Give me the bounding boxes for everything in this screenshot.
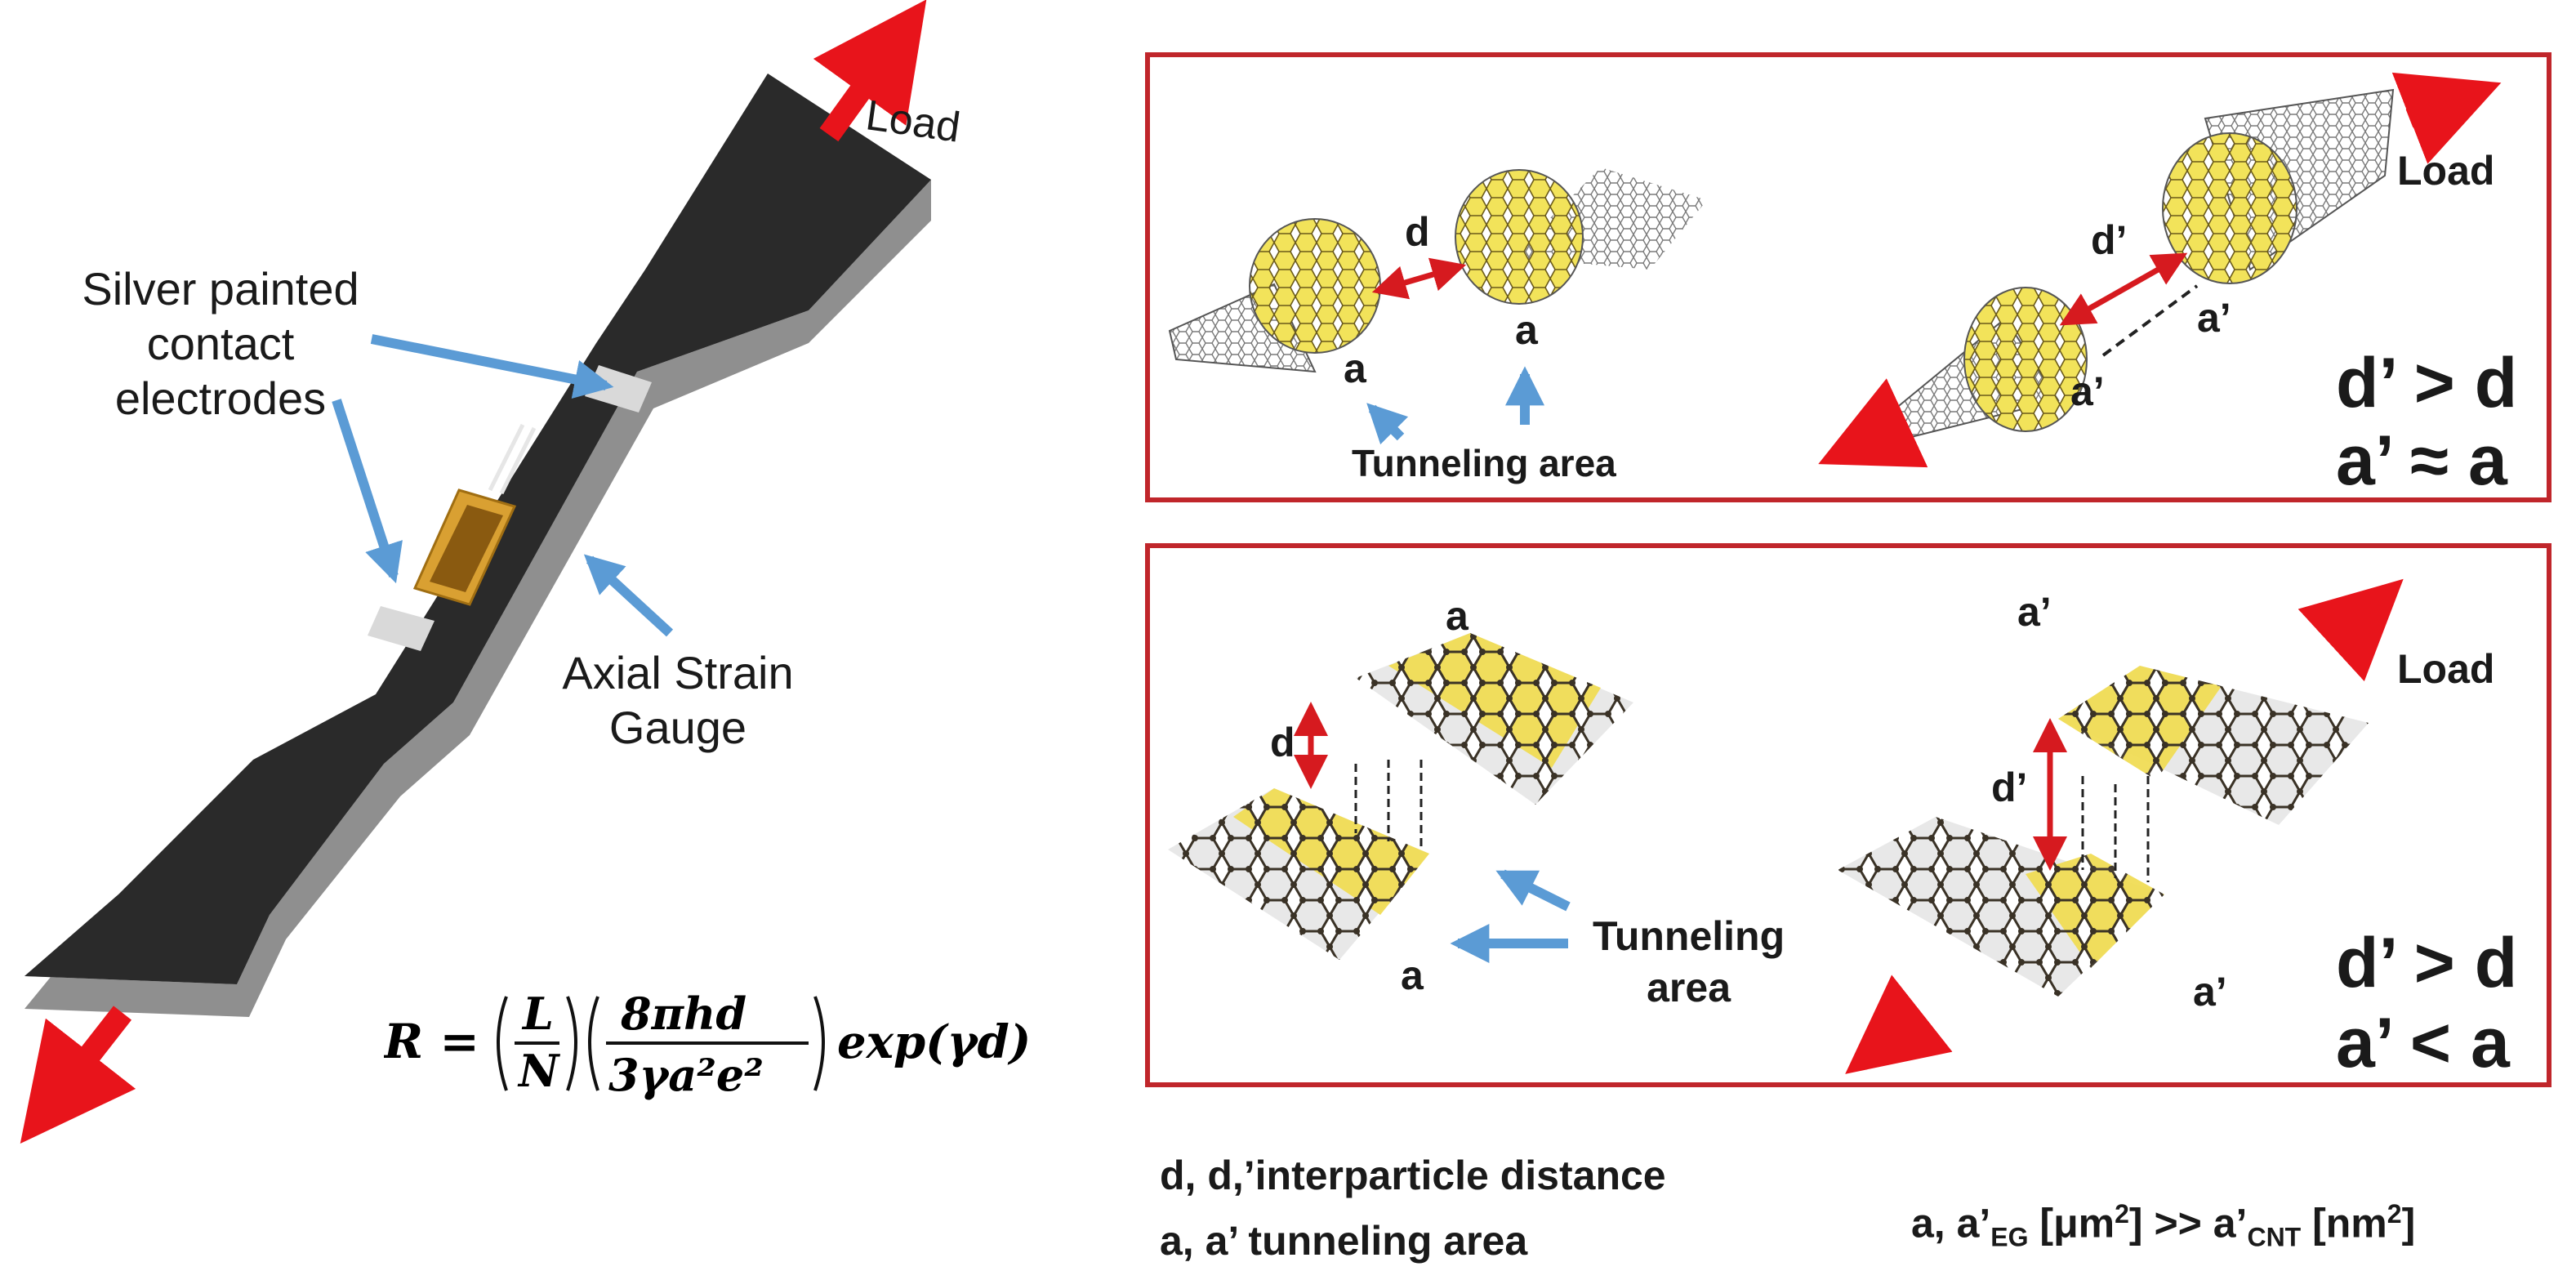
legend-distance: d, d,’interparticle distance (1160, 1153, 1666, 1198)
formula-num-2: 8πhd (620, 988, 747, 1040)
cnt-d-label: d (1405, 209, 1430, 255)
electrodes-line-1: Silver painted (82, 263, 359, 314)
gauge-label: Axial Strain Gauge (523, 645, 833, 755)
pointer-gauge (583, 554, 674, 637)
graphene-relation-2: a’ < a (2336, 1004, 2510, 1082)
formula-num-1: L (521, 988, 554, 1040)
graphene-d-label: d (1270, 720, 1295, 765)
pointer-graphene-upper (1495, 869, 1571, 912)
pointer-electrode-upper (370, 334, 614, 399)
formula-tail: exp(γd) (837, 1015, 1031, 1069)
cnt-load-arrow-down (1818, 378, 1928, 468)
cnt-load-arrow-up (2391, 72, 2502, 164)
graphene-left (1168, 633, 1633, 960)
scale-mid-2: ] >> a’ (2128, 1200, 2248, 1247)
cnt-a-label-2: a (1515, 307, 1538, 353)
graphene-a-prime-label-bottom: a’ (2193, 969, 2227, 1015)
graphene-tunneling-line-1: Tunneling (1593, 913, 1785, 959)
cnt-load-label: Load (2397, 148, 2495, 194)
graphene-a-label-bottom: a (1401, 952, 1424, 998)
lower-electrode (368, 606, 435, 651)
legend-area: a, a’ tunneling area (1160, 1218, 1528, 1264)
graphene-a-label-top: a (1446, 593, 1468, 639)
cnt-pair-left (1168, 167, 1707, 373)
scale-close: ] (2401, 1200, 2416, 1247)
cnt-a-label-1: a (1344, 346, 1366, 391)
formula-den-2: 3γa²e² (608, 1049, 764, 1101)
load-arrow-down (20, 1006, 136, 1144)
load-arrow-up (813, 0, 927, 142)
scale-sub-eg: EG (1990, 1222, 2029, 1252)
graphene-load-arrow-up (2297, 578, 2404, 682)
scale-prefix: a, a’ (1911, 1200, 1991, 1247)
gauge-line-1: Axial Strain (562, 647, 794, 698)
gauge-line-2: Gauge (608, 702, 747, 754)
scale-sup-2: 2 (2387, 1199, 2402, 1229)
cnt-relation-1: d’ > d (2336, 344, 2518, 422)
pointer-electrode-lower (332, 399, 403, 584)
electrodes-line-3: electrodes (114, 372, 327, 425)
cnt-a-prime-label-2: a’ (2070, 368, 2105, 414)
electrodes-line-2: contact (146, 318, 295, 370)
scale-sub-cnt: CNT (2247, 1222, 2302, 1252)
specimen (25, 74, 931, 1017)
legend-scale-comparison: a, a’EG [μm2] >> a’CNT [nm2] (1911, 1199, 2415, 1253)
graphene-relation-1: d’ > d (2336, 924, 2518, 1002)
formula-lhs: R = (384, 1014, 479, 1069)
formula-den-1: N (517, 1045, 561, 1097)
electrodes-label: Silver painted contact electrodes (33, 261, 408, 426)
graphene-tunneling-line-2: area (1647, 964, 1731, 1010)
dashed-link (2101, 284, 2199, 357)
resistance-formula: R = L N 8πhd 3γa²e² exp(γd) (384, 988, 1031, 1101)
graphene-d-prime-label: d’ (1991, 765, 2028, 810)
scale-end: [nm (2301, 1200, 2387, 1247)
cnt-tunneling-label: Tunneling area (1352, 442, 1616, 484)
graphene-right (1838, 666, 2369, 997)
cnt-relation-2: a’ ≈ a (2336, 421, 2507, 500)
pointer-tunneling-a1 (1366, 403, 1409, 445)
distance-arrow-d (1371, 257, 1467, 300)
cnt-a-prime-label-1: a’ (2197, 295, 2231, 341)
scale-sup-1: 2 (2115, 1199, 2129, 1229)
strain-gauge (412, 423, 537, 606)
graphene-load-arrow-down (1845, 974, 1953, 1074)
graphene-tunneling-label: Tunneling area (1593, 911, 1785, 1013)
cnt-d-prime-label: d’ (2091, 217, 2128, 263)
scale-mid: [μm (2028, 1200, 2115, 1247)
graphene-load-label: Load (2397, 646, 2495, 692)
cnt-pair-right (1889, 88, 2395, 439)
graphene-a-prime-label-top: a’ (2017, 589, 2052, 635)
distance-arrow-d-prime (2059, 252, 2188, 326)
